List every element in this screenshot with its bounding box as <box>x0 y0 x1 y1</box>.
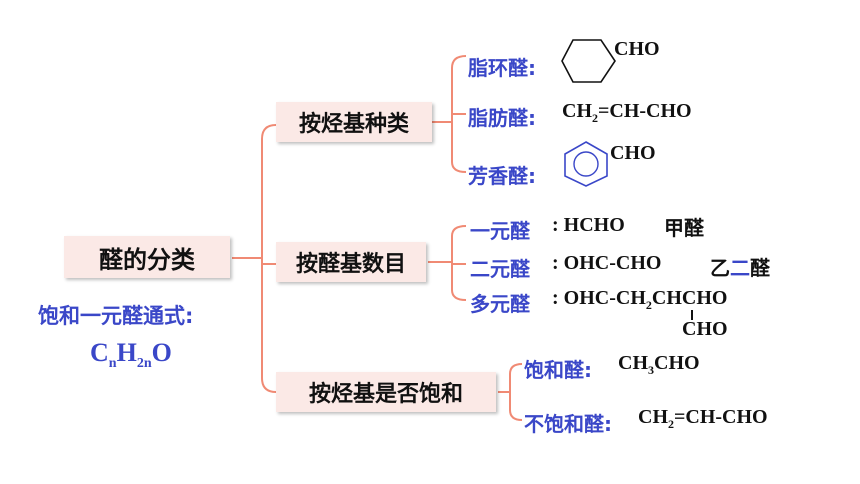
general-formula: CnH2nO <box>90 338 172 372</box>
mono-aldehyde-formula: : HCHO <box>552 214 625 236</box>
di-aldehyde-formula: : OHC-CHO <box>552 252 662 274</box>
unsaturated-formula: CH2=CH-CHO <box>638 406 768 431</box>
item-poly-aldehyde: 多元醛 <box>470 292 530 316</box>
poly-aldehyde-branch: CHO <box>682 318 728 340</box>
item-di-aldehyde: 二元醛 <box>470 257 530 281</box>
item-aromatic-aldehyde: 芳香醛: <box>468 164 536 188</box>
root-title: 醛的分类 <box>99 245 195 274</box>
item-saturated-aldehyde: 饱和醛: <box>524 358 592 382</box>
category-hydrocarbon-type: 按烃基种类 <box>276 102 432 142</box>
item-unsaturated-aldehyde: 不饱和醛: <box>524 412 612 436</box>
aromatic-formula: CHO <box>610 142 656 164</box>
category-label: 按烃基是否饱和 <box>308 382 463 407</box>
di-aldehyde-note: 乙二醛 <box>710 256 770 280</box>
saturated-formula: CH3CHO <box>618 352 700 377</box>
item-alicyclic-aldehyde: 脂环醛: <box>468 56 536 80</box>
benzene-ring-icon <box>564 141 608 187</box>
root-node: 醛的分类 <box>64 236 230 278</box>
branch-bond <box>691 310 693 320</box>
category-saturation: 按烃基是否饱和 <box>276 372 496 412</box>
alicyclic-formula: CHO <box>614 38 660 60</box>
general-formula-label: 饱和一元醛通式: <box>38 304 194 328</box>
category-label: 按烃基种类 <box>298 112 409 137</box>
item-aliphatic-aldehyde: 脂肪醛: <box>468 106 536 130</box>
poly-aldehyde-formula: : OHC-CH2CHCHO <box>552 287 728 312</box>
aliphatic-formula: CH2=CH-CHO <box>562 100 692 125</box>
category-aldehyde-count: 按醛基数目 <box>276 242 426 282</box>
mono-aldehyde-note: 甲醛 <box>664 216 704 240</box>
cyclohexane-ring-icon <box>561 39 616 83</box>
category-label: 按醛基数目 <box>295 252 406 277</box>
item-mono-aldehyde: 一元醛 <box>470 219 530 243</box>
